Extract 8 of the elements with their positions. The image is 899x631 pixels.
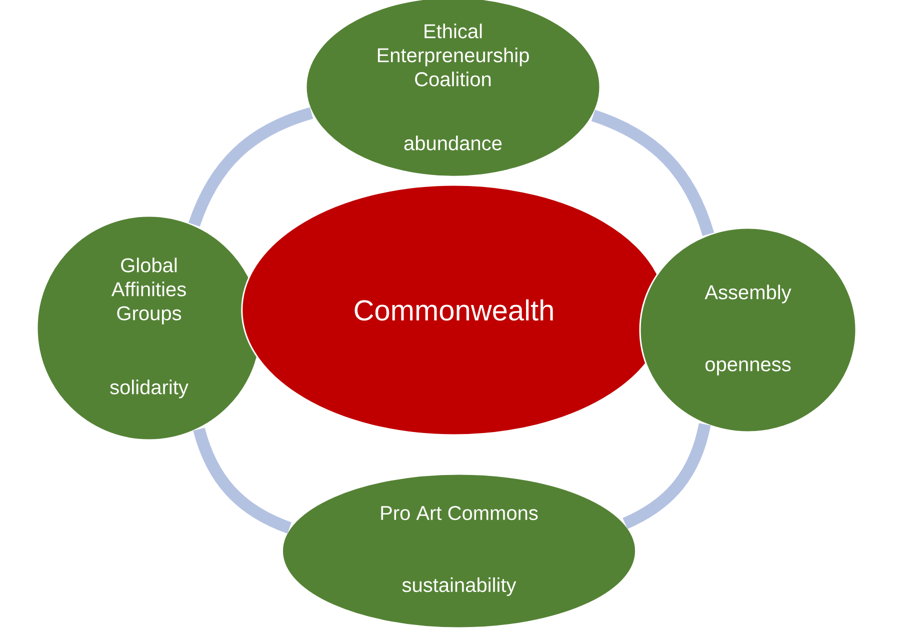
ellipse-node: Global Affinities Groups solidarity <box>36 215 262 441</box>
ellipse-node: Pro Art Commons sustainability <box>281 473 637 629</box>
ring-arc <box>188 107 314 227</box>
ellipse-node: Assembly openness <box>639 227 857 433</box>
ring-arc <box>622 423 711 529</box>
ring-arc <box>193 427 292 534</box>
ring-arc <box>591 110 714 236</box>
ellipse-node: Commonwealth <box>241 184 667 436</box>
